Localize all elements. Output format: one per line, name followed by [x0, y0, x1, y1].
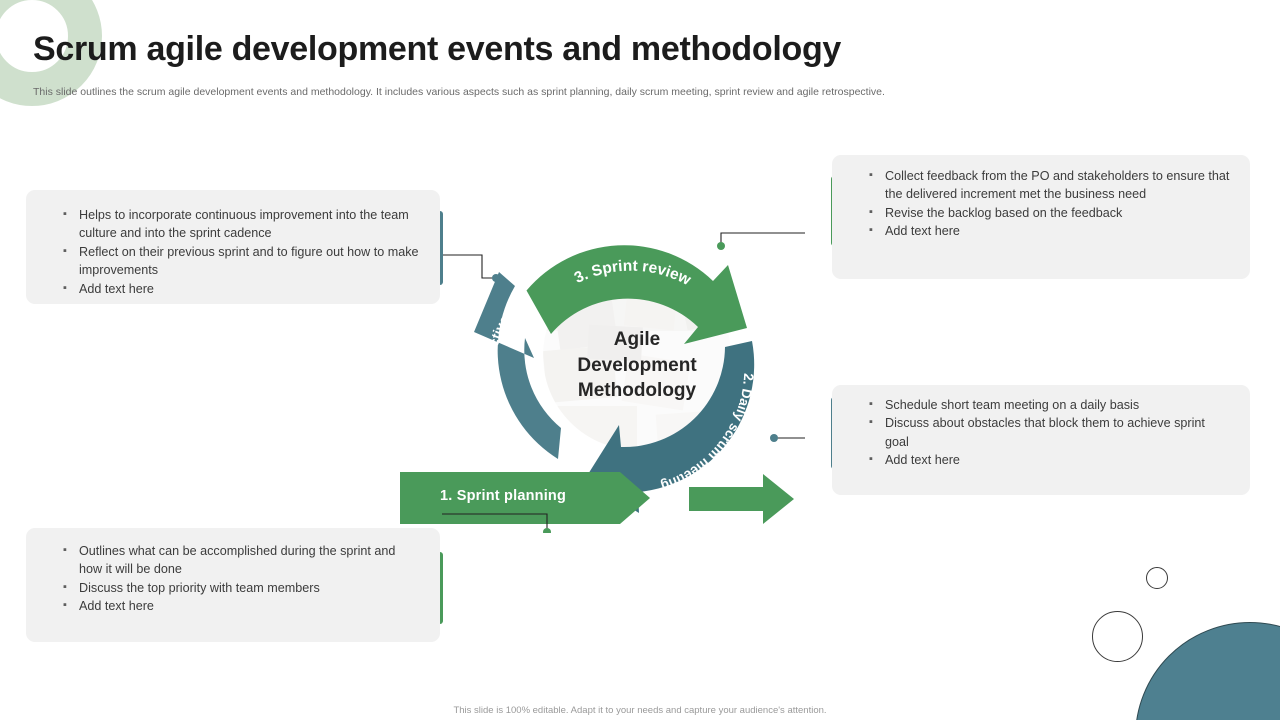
callout-daily-scrum[interactable]: Schedule short team meeting on a daily b…	[832, 385, 1250, 495]
callout-agile-retrospective[interactable]: Helps to incorporate continuous improvem…	[26, 190, 440, 304]
cycle-output-arrow	[689, 474, 794, 524]
list-item: Schedule short team meeting on a daily b…	[866, 395, 1230, 414]
connector-dots	[492, 274, 778, 442]
list-item: Reflect on their previous sprint and to …	[60, 242, 420, 280]
stage-banner-sprint-planning[interactable]	[400, 472, 650, 524]
list-item: Outlines what can be accomplished during…	[60, 541, 420, 579]
accent-bar-agile-retrospective	[437, 211, 443, 285]
decorative-circle-small	[1146, 567, 1168, 589]
list-item: Add text here	[866, 221, 1230, 240]
list-item: Helps to incorporate continuous improvem…	[60, 205, 420, 243]
connector-lines	[442, 232, 805, 531]
page-title: Scrum agile development events and metho…	[33, 30, 842, 68]
connector-dots-green	[543, 242, 725, 533]
stage-arc-agile-retrospective[interactable]	[474, 272, 561, 459]
stage-arc-daily-scrum[interactable]	[585, 341, 755, 513]
list-item: Add text here	[866, 450, 1230, 469]
page-subtitle: This slide outlines the scrum agile deve…	[33, 86, 885, 98]
list-item: Revise the backlog based on the feedback	[866, 203, 1230, 222]
list-item: Collect feedback from the PO and stakeho…	[866, 166, 1230, 204]
list-item: Add text here	[60, 596, 420, 615]
callout-sprint-planning[interactable]: Outlines what can be accomplished during…	[26, 528, 440, 642]
agile-cycle-diagram: 3. Sprint review 2. Daily scrum meeting …	[400, 232, 805, 533]
stage-arc-sprint-review[interactable]	[526, 245, 748, 344]
decorative-circle-medium	[1092, 611, 1143, 662]
list-item: Discuss the top priority with team membe…	[60, 578, 420, 597]
callout-sprint-review[interactable]: Collect feedback from the PO and stakeho…	[832, 155, 1250, 279]
list-item: Discuss about obstacles that block them …	[866, 413, 1230, 451]
footer-note: This slide is 100% editable. Adapt it to…	[453, 705, 827, 716]
list-item: Add text here	[60, 279, 420, 298]
accent-bar-sprint-planning	[437, 552, 443, 624]
